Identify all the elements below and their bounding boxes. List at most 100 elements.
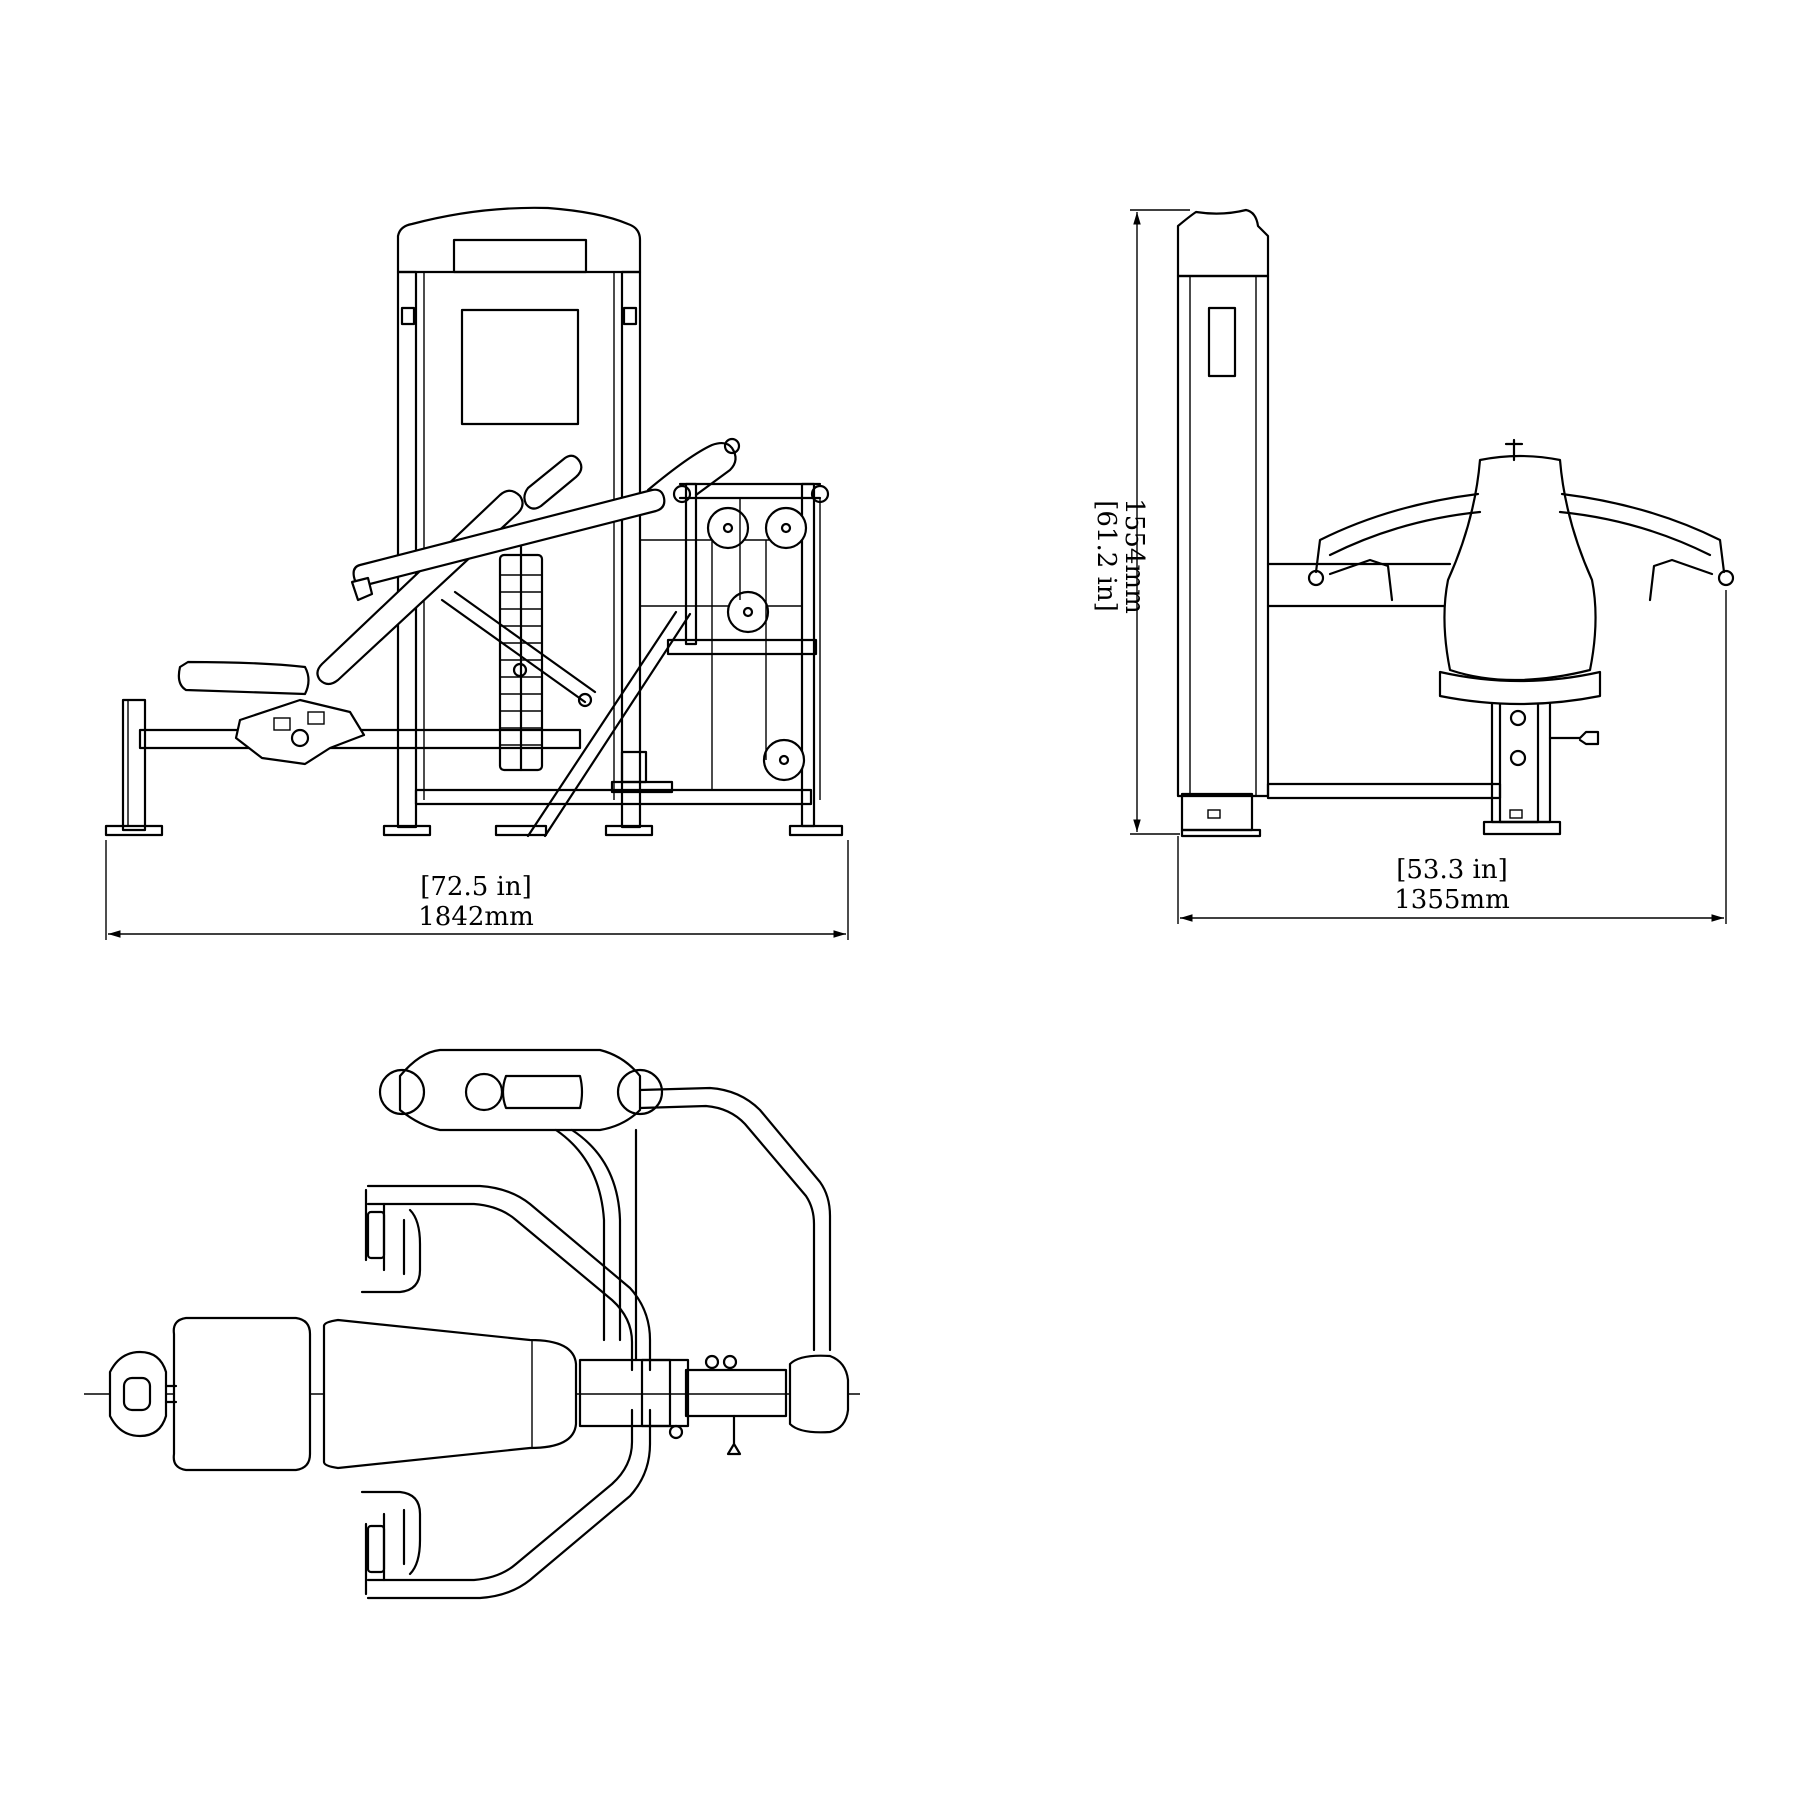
top-view-upper-arm	[366, 1184, 652, 1372]
seat-column	[1498, 698, 1540, 824]
press-arm-bar	[352, 488, 666, 587]
top-view-back-pad	[322, 1318, 578, 1470]
side-seat-cushion	[1438, 670, 1602, 706]
top-view-pivot-block	[578, 1358, 672, 1428]
tower-right-post	[620, 270, 642, 829]
pulley	[706, 506, 750, 550]
side-width-dimension	[1177, 590, 1727, 924]
handle-end	[1307, 569, 1325, 587]
frame-diagonal	[453, 590, 597, 694]
backrest-pad	[316, 489, 524, 686]
pivot-plate-slot	[273, 717, 291, 731]
frame-diagonal	[526, 610, 678, 838]
side-width-mm: 1355mm	[1394, 885, 1509, 915]
foot-pad	[604, 824, 654, 837]
pulley	[764, 506, 808, 550]
foot-pad	[494, 824, 548, 837]
pivot-plate-slot	[307, 711, 325, 725]
bolt	[512, 662, 528, 678]
headrest-pad	[523, 454, 583, 510]
front-foot-post	[121, 698, 147, 832]
top-view-handle-grip	[360, 1208, 422, 1294]
side-seat-back	[1443, 454, 1597, 682]
side-tower-cap	[1176, 208, 1270, 278]
front-foot-hub	[122, 1376, 152, 1412]
pulley-hub	[722, 522, 734, 534]
foot-lever-base	[610, 780, 674, 794]
post-bracket	[622, 306, 638, 326]
top-view-handle-grip	[360, 1490, 422, 1576]
shroud-end-cap	[616, 1068, 664, 1116]
shroud-end-cap	[378, 1068, 426, 1116]
foot-pad	[788, 824, 844, 837]
frame-diagonal	[543, 612, 692, 838]
top-view-pivot-plate	[640, 1358, 690, 1428]
pulley	[762, 738, 806, 782]
top-view-rear-foot	[788, 1354, 850, 1434]
rear-frame-post	[684, 482, 698, 646]
column-bolt	[1509, 749, 1527, 767]
seat-pivot-plate	[234, 698, 366, 766]
column-bolt	[1509, 709, 1527, 727]
bolt	[577, 692, 593, 708]
side-tower-slot	[1207, 306, 1237, 378]
bolt	[704, 1354, 720, 1370]
side-press-arm	[1558, 492, 1726, 574]
foot-lever	[620, 750, 648, 784]
handle-sleeve	[366, 1210, 386, 1260]
foot-pad	[382, 824, 432, 837]
side-foot-pad	[1180, 828, 1262, 838]
side-base-rail	[1266, 782, 1502, 800]
tower-left-post	[396, 270, 418, 829]
front-width-dimension	[105, 840, 849, 940]
top-view-seat-pad	[172, 1316, 312, 1472]
tower-top-shroud	[396, 206, 642, 274]
front-width-inches: [72.5 in]	[420, 872, 532, 902]
bolt	[810, 484, 830, 504]
side-height-inches: [61.2 in]	[1091, 500, 1121, 612]
shroud-label	[501, 1074, 584, 1110]
pivot-arm-cam	[646, 441, 737, 497]
top-view-rear-beam	[684, 1368, 788, 1418]
bolt	[723, 437, 741, 455]
pivot-pin	[290, 728, 310, 748]
pulley-hub	[742, 606, 754, 618]
rear-frame-shelf	[666, 638, 818, 656]
side-press-arm	[1314, 492, 1482, 574]
frame-diagonal	[440, 598, 587, 704]
pulley	[726, 590, 770, 634]
seat-pad	[177, 660, 310, 696]
side-width-inches: [53.3 in]	[1396, 855, 1508, 885]
front-view	[104, 206, 844, 838]
top-view-shroud	[398, 1048, 642, 1132]
side-height-mm: 1554mm	[1119, 498, 1149, 613]
top-view-frame	[554, 1128, 622, 1342]
side-height-dimension	[1130, 209, 1190, 835]
shroud-window	[460, 308, 580, 426]
front-foot-pad	[104, 824, 164, 837]
top-label-plate	[452, 238, 588, 274]
bolt	[672, 484, 692, 504]
top-view-arm-loop	[638, 1086, 832, 1352]
press-handle	[350, 576, 374, 602]
side-tower-post	[1176, 274, 1270, 798]
side-handle	[1328, 558, 1394, 602]
lower-base-rail	[414, 788, 813, 806]
pulley-hub	[778, 754, 790, 766]
post-bracket	[400, 306, 416, 326]
side-top-knob	[1504, 438, 1524, 462]
handle-sleeve	[366, 1524, 386, 1574]
top-view	[84, 1048, 860, 1600]
handle-end	[1717, 569, 1735, 587]
bolt	[668, 1424, 684, 1440]
foot-slot	[1509, 809, 1523, 819]
front-width-mm: 1842mm	[418, 902, 533, 932]
side-view	[1176, 208, 1735, 838]
bolt	[722, 1354, 738, 1370]
column-foot	[1482, 820, 1562, 836]
top-view-lower-arm	[366, 1408, 652, 1600]
seat-adjust-knob	[1548, 730, 1600, 746]
side-handle	[1648, 558, 1714, 602]
top-view-front-foot	[108, 1350, 168, 1438]
